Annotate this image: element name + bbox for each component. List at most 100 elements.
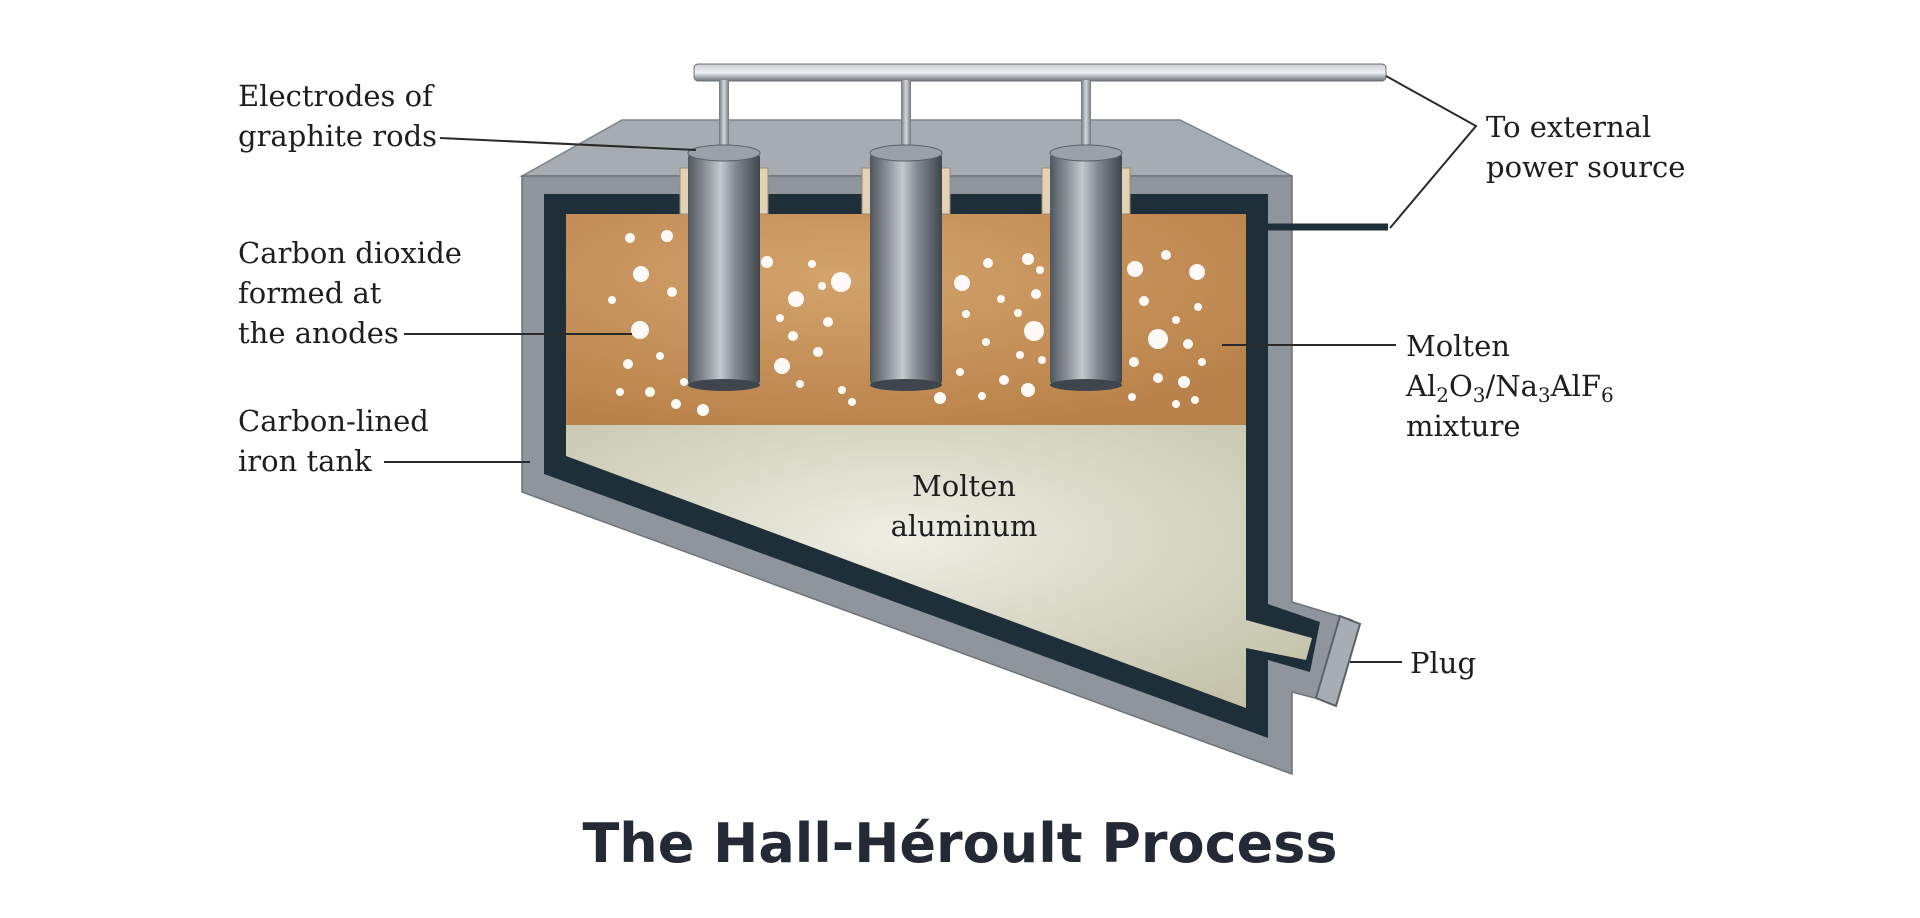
electrode-rod-3 xyxy=(1050,152,1122,386)
bubble-60 xyxy=(1191,396,1199,404)
leader-power-bracket xyxy=(1385,75,1478,229)
label-power-line2: power source xyxy=(1486,150,1686,184)
bubble-39 xyxy=(999,375,1009,385)
bubble-47 xyxy=(1189,264,1205,280)
label-co2-line1: Carbon dioxide xyxy=(238,236,462,270)
bubble-48 xyxy=(1139,296,1149,306)
electrode-rod-2 xyxy=(870,152,942,386)
label-tank-line2: iron tank xyxy=(238,444,372,478)
bubble-6 xyxy=(631,321,649,339)
label-co2-line2: formed at xyxy=(238,276,382,310)
bubble-7 xyxy=(623,359,633,369)
bubble-23 xyxy=(796,380,804,388)
bubble-9 xyxy=(671,399,681,409)
bubble-61 xyxy=(1172,400,1180,408)
formula-na: /Na xyxy=(1485,369,1538,403)
bubble-37 xyxy=(962,310,970,318)
bubble-28 xyxy=(954,275,970,291)
graphite-electrodes xyxy=(679,144,1131,391)
label-plug: Plug xyxy=(1410,643,1476,683)
electrode-bottom-1 xyxy=(688,379,760,391)
bubble-17 xyxy=(808,260,816,268)
bubble-19 xyxy=(831,272,851,292)
label-aluminum-line1: Molten xyxy=(912,469,1016,503)
bubble-1 xyxy=(625,233,635,243)
label-mixture-line3: mixture xyxy=(1406,409,1521,443)
bubble-4 xyxy=(608,296,616,304)
leader-lines xyxy=(384,75,1478,663)
bubble-30 xyxy=(1022,253,1034,265)
co2-bubbles xyxy=(608,230,1206,416)
label-tank: Carbon-lined iron tank xyxy=(238,401,429,481)
label-molten-aluminum: Molten aluminum xyxy=(884,466,1044,546)
electrode-top-1 xyxy=(687,144,761,162)
formula-alf: AlF xyxy=(1550,369,1601,403)
bubble-11 xyxy=(680,378,688,386)
electrode-stems xyxy=(719,80,1091,152)
bubble-15 xyxy=(761,256,773,268)
bubble-12 xyxy=(656,352,664,360)
label-electrodes-line1: Electrodes of xyxy=(238,79,433,113)
leader-electrodes xyxy=(439,137,697,151)
bubble-38 xyxy=(978,392,986,400)
bubble-44 xyxy=(1036,266,1044,274)
bubble-40 xyxy=(1021,383,1035,397)
label-co2-line3: the anodes xyxy=(238,316,399,350)
label-plug-text: Plug xyxy=(1410,646,1477,680)
label-power-source: To external power source xyxy=(1486,107,1685,187)
bubble-21 xyxy=(788,331,798,341)
bubble-33 xyxy=(1031,289,1041,299)
bubble-50 xyxy=(1148,329,1168,349)
label-co2: Carbon dioxide formed at the anodes xyxy=(238,233,462,353)
bubble-35 xyxy=(1016,351,1024,359)
bubble-25 xyxy=(838,386,846,394)
bubble-24 xyxy=(813,347,823,357)
bubble-55 xyxy=(1178,376,1190,388)
bubble-51 xyxy=(1183,339,1193,349)
label-electrodes: Electrodes of graphite rods xyxy=(238,76,437,156)
formula-o: O xyxy=(1448,369,1473,403)
label-power-line1: To external xyxy=(1486,110,1652,144)
bubble-3 xyxy=(633,266,649,282)
bubble-20 xyxy=(823,317,833,327)
electrode-stem-3 xyxy=(1081,80,1091,152)
bubble-41 xyxy=(1038,356,1046,364)
bubble-2 xyxy=(661,230,673,242)
formula-al: Al xyxy=(1406,369,1437,403)
formula-sub-2: 2 xyxy=(1436,383,1449,407)
formula-sub-3a: 3 xyxy=(1472,383,1486,407)
formula-sub-3b: 3 xyxy=(1537,383,1551,407)
bubble-56 xyxy=(1198,358,1206,366)
bubble-29 xyxy=(983,258,993,268)
electrode-bottom-3 xyxy=(1050,379,1122,391)
bubble-18 xyxy=(818,282,826,290)
bubble-5 xyxy=(667,287,677,297)
bubble-32 xyxy=(1014,309,1022,317)
bubble-16 xyxy=(788,291,804,307)
page-title: The Hall-Héroult Process xyxy=(582,812,1338,875)
bubble-42 xyxy=(934,392,946,404)
electrode-top-3 xyxy=(1049,144,1123,162)
bubble-57 xyxy=(1128,393,1136,401)
electrode-rod-1 xyxy=(688,152,760,386)
bubble-46 xyxy=(1161,250,1171,260)
bubble-22 xyxy=(774,358,790,374)
bubble-8 xyxy=(645,387,655,397)
electrode-bottom-2 xyxy=(870,379,942,391)
bubble-43 xyxy=(956,368,964,376)
label-mixture-formula: Al2O3/Na3AlF6 xyxy=(1406,366,1614,406)
label-tank-line1: Carbon-lined xyxy=(238,404,429,438)
bubble-49 xyxy=(1172,316,1180,324)
bubble-26 xyxy=(848,398,856,406)
bubble-27 xyxy=(776,314,784,322)
electrode-stem-2 xyxy=(901,80,911,152)
electrode-stem-1 xyxy=(719,80,729,152)
plug-cap xyxy=(1314,614,1362,708)
electrode-top-2 xyxy=(869,144,943,162)
bubble-54 xyxy=(1153,373,1163,383)
bubble-14 xyxy=(616,388,624,396)
bubble-34 xyxy=(1024,321,1044,341)
bubble-53 xyxy=(1129,357,1139,367)
